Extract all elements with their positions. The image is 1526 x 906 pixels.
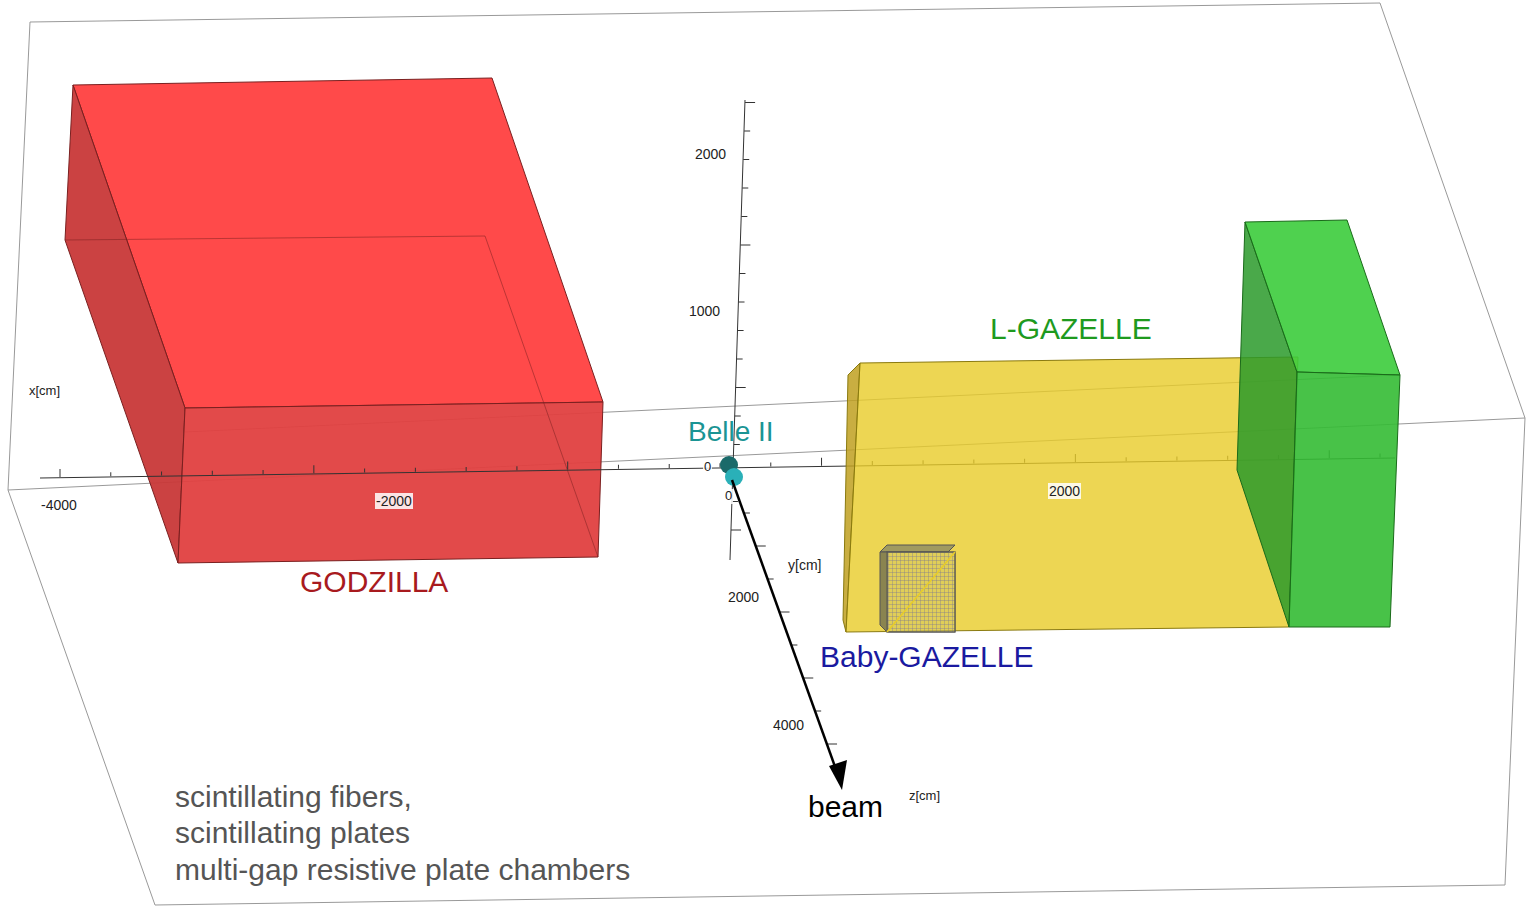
axis-title: x[cm]	[28, 384, 61, 399]
beam-arrow	[732, 480, 847, 790]
axis-tick	[263, 470, 264, 474]
axis-title: z[cm]	[908, 789, 941, 804]
tick-label: 2000	[727, 589, 760, 605]
axis-tick	[516, 466, 517, 470]
axis-tick	[743, 159, 749, 160]
detector-label: Baby-GAZELLE	[820, 640, 1033, 675]
bounding-box	[8, 3, 1525, 905]
axis-tick	[803, 678, 813, 679]
axis-tick	[821, 458, 822, 466]
tick-label: 0	[724, 489, 733, 504]
axis-title: y[cm]	[787, 557, 822, 573]
green-box	[1237, 220, 1400, 627]
axis-tick	[60, 469, 61, 477]
axis-tick	[731, 530, 741, 531]
axis-tick	[745, 102, 755, 103]
axis-tick	[313, 465, 314, 473]
tick-label: -2000	[375, 493, 413, 509]
axis-tick	[742, 188, 748, 189]
yellow-box	[843, 357, 1298, 632]
detector-region: L-GAZELLE Baby-GAZELLE	[846, 220, 1401, 632]
axis-tick	[669, 464, 670, 468]
axis-tick	[827, 744, 837, 745]
axis-tick	[780, 612, 790, 613]
tick-label: -4000	[40, 497, 78, 513]
axis-tick	[740, 245, 750, 246]
axis-tick	[744, 131, 750, 132]
detector-label: Belle II	[688, 416, 774, 448]
baby-gazelle-box	[880, 545, 955, 632]
detector-region: GODZILLA	[65, 78, 605, 564]
axis-tick	[737, 359, 743, 360]
axis-tick	[739, 302, 745, 303]
axes	[40, 100, 1395, 744]
note-text: scintillating fibers,	[175, 780, 412, 815]
axis-tick	[364, 469, 365, 473]
axis-tick	[415, 468, 416, 472]
axis-tick	[736, 387, 746, 388]
tick-label: 1000	[688, 303, 721, 319]
axis-tick	[618, 465, 619, 469]
beam-label: beam	[808, 790, 883, 825]
axis-tick	[756, 546, 766, 547]
tick-label: 0	[703, 460, 712, 475]
axis-tick	[741, 216, 747, 217]
detector-label: L-GAZELLE	[990, 312, 1152, 347]
tick-label: 2000	[694, 146, 727, 162]
axis-tick	[110, 472, 111, 476]
note-text: scintillating plates	[175, 816, 410, 851]
tick-label: 2000	[1048, 483, 1081, 499]
axis-tick	[738, 330, 744, 331]
axis-tick	[567, 462, 568, 470]
detector-label: GODZILLA	[300, 565, 448, 600]
axis-tick	[212, 471, 213, 475]
axis-tick	[161, 472, 162, 476]
axis-tick	[739, 273, 745, 274]
axis-tick	[466, 467, 467, 471]
axis-tick	[770, 463, 771, 467]
detector-region: Baby-GAZELLE	[880, 545, 956, 633]
detector-region: Belle II	[718, 455, 744, 487]
note-text: multi-gap resistive plate chambers	[175, 853, 630, 888]
tick-label: 4000	[772, 717, 805, 733]
godzilla-box	[65, 78, 603, 563]
